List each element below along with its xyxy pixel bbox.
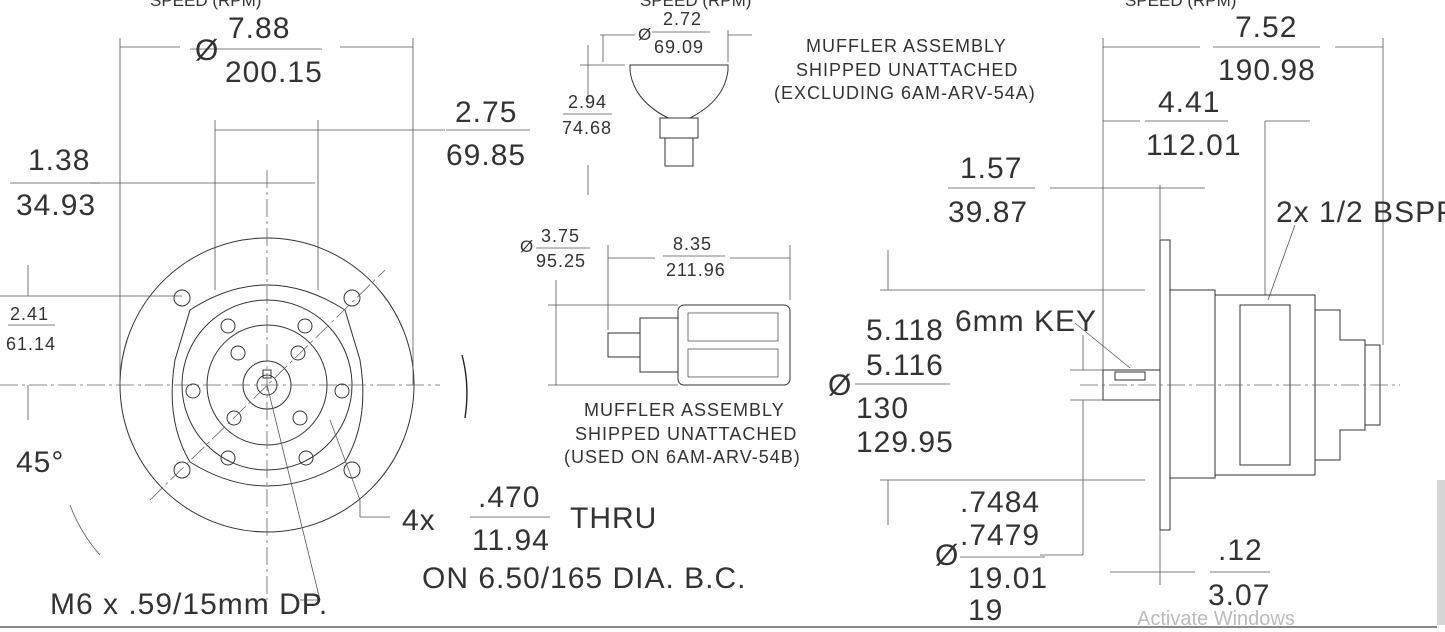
muffler-top-height-in: 2.94 bbox=[568, 92, 607, 112]
dia-symbol: Ø bbox=[195, 34, 219, 67]
outer-dia-in: 7.88 bbox=[228, 12, 290, 45]
holes-suffix: THRU bbox=[570, 502, 657, 535]
side-body-in: 4.41 bbox=[1158, 86, 1220, 119]
page-bottom-border bbox=[0, 626, 1437, 628]
angle-label: 45° bbox=[16, 446, 64, 479]
side-length-in: 7.52 bbox=[1235, 11, 1297, 44]
flange-mm: 3.07 bbox=[1208, 579, 1270, 612]
width-in: 2.75 bbox=[455, 96, 517, 129]
dia-symbol: Ø bbox=[520, 237, 533, 256]
muffler-top-note-1: MUFFLER ASSEMBLY bbox=[806, 36, 1007, 56]
holes-mm: 11.94 bbox=[472, 524, 550, 557]
dia-symbol: Ø bbox=[935, 539, 959, 572]
ports-label: 2x 1/2 BSPP bbox=[1276, 196, 1445, 229]
motor-body bbox=[171, 284, 364, 487]
pilot-min: 5.116 bbox=[866, 349, 944, 382]
muffler-top-dia-in: 2.72 bbox=[663, 9, 702, 29]
vertical-scrollbar[interactable] bbox=[1437, 480, 1445, 625]
holes-in: .470 bbox=[478, 481, 540, 514]
muffler-side-note-1: MUFFLER ASSEMBLY bbox=[584, 400, 785, 420]
header-label: SPEED (RPM) bbox=[640, 0, 751, 10]
height-mm: 61.14 bbox=[6, 334, 56, 354]
side-shaft-in: 1.57 bbox=[960, 152, 1022, 185]
shaft-dia-max: .7484 bbox=[960, 486, 1040, 519]
thread-note: M6 x .59/15mm DP. bbox=[50, 588, 328, 621]
muffler-top-dia-mm: 69.09 bbox=[654, 37, 704, 57]
side-shaft-mm: 39.87 bbox=[948, 196, 1028, 229]
pilot-max: 5.118 bbox=[866, 314, 944, 347]
pilot-mm-max: 130 bbox=[856, 392, 909, 425]
outer-dia-mm: 200.15 bbox=[225, 56, 323, 89]
bolt-circle-note: ON 6.50/165 DIA. B.C. bbox=[422, 562, 746, 595]
muffler-side-note-3: (USED ON 6AM-ARV-54B) bbox=[564, 447, 801, 467]
rotation-arrow-icon bbox=[461, 354, 468, 419]
key-label: 6mm KEY bbox=[955, 305, 1097, 338]
shaft-dia-mm-max: 19.01 bbox=[968, 562, 1048, 595]
muffler-side-length-in: 8.35 bbox=[673, 234, 712, 254]
header-label: SPEED (RPM) bbox=[150, 0, 261, 10]
mounting-holes bbox=[173, 289, 361, 479]
side-length-mm: 190.98 bbox=[1218, 54, 1316, 87]
front-view bbox=[0, 38, 530, 601]
muffler-side-dia-mm: 95.25 bbox=[536, 251, 586, 271]
shaft-dia-min: .7479 bbox=[960, 519, 1040, 552]
side-view bbox=[880, 38, 1400, 585]
height-in: 2.41 bbox=[10, 304, 49, 324]
shaft-dia-mm-min: 19 bbox=[968, 594, 1003, 627]
flange-in: .12 bbox=[1218, 534, 1263, 567]
muffler-side-length-mm: 211.96 bbox=[666, 260, 726, 280]
muffler-side-drawing bbox=[548, 245, 791, 386]
muffler-top-height-mm: 74.68 bbox=[562, 118, 612, 138]
holes-prefix: 4x bbox=[402, 504, 436, 537]
dia-symbol: Ø bbox=[638, 25, 651, 44]
pilot-mm-min: 129.95 bbox=[856, 426, 954, 459]
dia-symbol: Ø bbox=[828, 369, 852, 402]
muffler-side-note-2: SHIPPED UNATTACHED bbox=[575, 424, 797, 444]
bolt-heads bbox=[185, 318, 350, 466]
muffler-side-dia-in: 3.75 bbox=[541, 226, 580, 246]
width-mm: 69.85 bbox=[446, 139, 526, 172]
muffler-top-drawing bbox=[580, 30, 752, 195]
offset-mm: 34.93 bbox=[16, 189, 96, 222]
muffler-top-note-3: (EXCLUDING 6AM-ARV-54A) bbox=[774, 83, 1036, 103]
side-body-mm: 112.01 bbox=[1146, 129, 1242, 162]
muffler-top-note-2: SHIPPED UNATTACHED bbox=[796, 60, 1018, 80]
offset-in: 1.38 bbox=[28, 144, 90, 177]
header-label: SPEED (RPM) bbox=[1125, 0, 1236, 10]
activation-watermark: Activate Windows bbox=[1137, 608, 1295, 630]
